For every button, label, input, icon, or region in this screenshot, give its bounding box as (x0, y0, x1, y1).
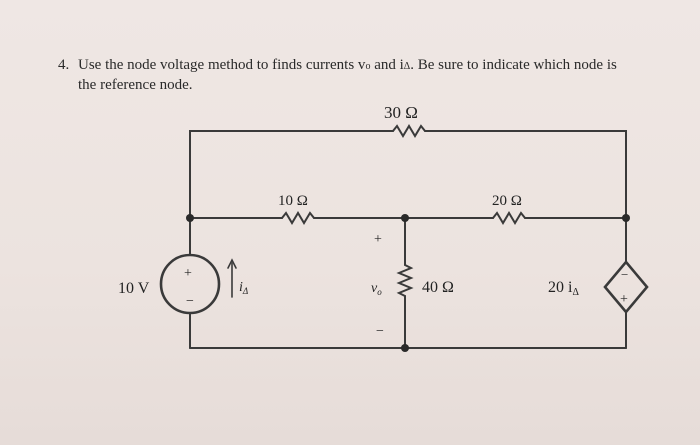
problem-text-1: Use the node voltage method to finds cur… (78, 57, 366, 73)
current-label: iΔ (239, 280, 248, 296)
r-middle-label: 40 Ω (422, 279, 454, 296)
r-right-label: 20 Ω (492, 193, 522, 209)
resistor-30 (392, 124, 426, 138)
delta-subscript: Δ (403, 61, 411, 72)
resistor-20 (492, 211, 526, 225)
source-plus: + (184, 266, 192, 281)
node-bottom (401, 344, 409, 352)
dep-minus: − (621, 267, 628, 282)
node-center (401, 214, 409, 222)
problem-text-3: . Be sure to indicate which node is (410, 57, 617, 73)
r-left-label: 10 Ω (278, 193, 308, 209)
problem-text-2: and i (370, 57, 404, 73)
resistor-10 (281, 211, 315, 225)
current-arrow-head (227, 258, 237, 269)
vo-label: vo (371, 281, 382, 297)
vo-subscript: o (365, 61, 371, 72)
problem-line-2: the reference node. (78, 77, 193, 93)
dep-plus: + (620, 292, 628, 307)
dep-source-label: 20 iΔ (548, 279, 579, 298)
problem-statement: 4. Use the node voltage method to finds c… (58, 56, 678, 95)
source-minus: − (186, 294, 194, 309)
vo-minus: − (376, 324, 384, 339)
resistor-40 (396, 264, 414, 297)
node-left (186, 214, 194, 222)
problem-line-1: 4. Use the node voltage method to finds c… (58, 56, 678, 76)
node-right (622, 214, 630, 222)
wire-top (189, 130, 394, 219)
r-top-label: 30 Ω (384, 103, 418, 122)
problem-number: 4. (58, 57, 70, 73)
vo-plus: + (374, 232, 382, 247)
wire-top-right (424, 130, 627, 219)
source-voltage-label: 10 V (118, 280, 150, 297)
